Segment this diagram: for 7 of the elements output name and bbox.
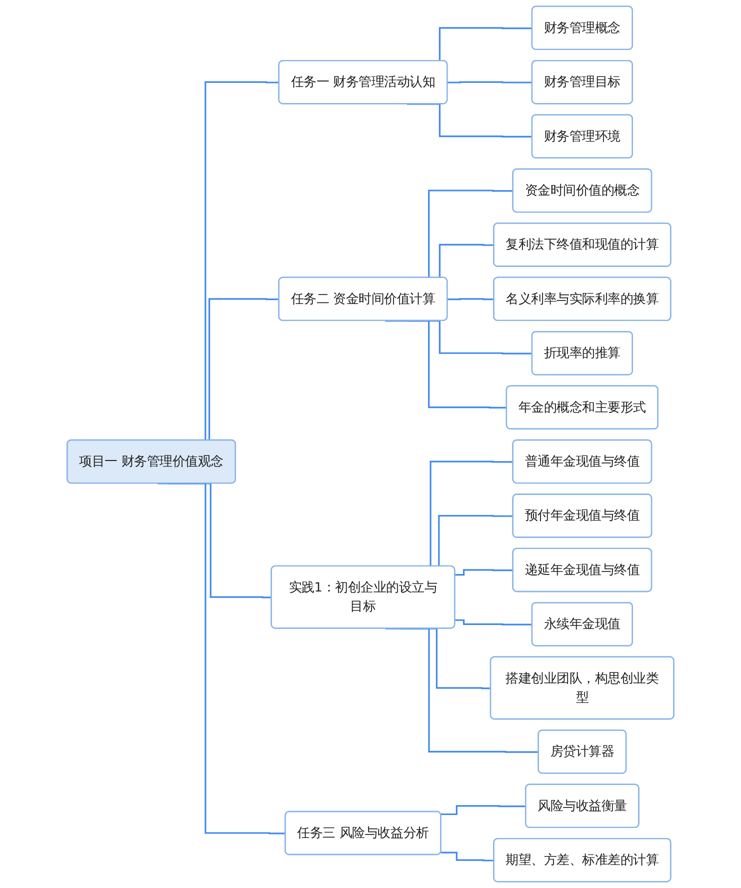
- connector: [448, 81, 532, 84]
- connector: [455, 619, 532, 626]
- connector: [455, 569, 514, 576]
- connector: [385, 320, 507, 409]
- connector: [440, 852, 494, 862]
- connector: [440, 805, 526, 816]
- connector: [448, 298, 494, 300]
